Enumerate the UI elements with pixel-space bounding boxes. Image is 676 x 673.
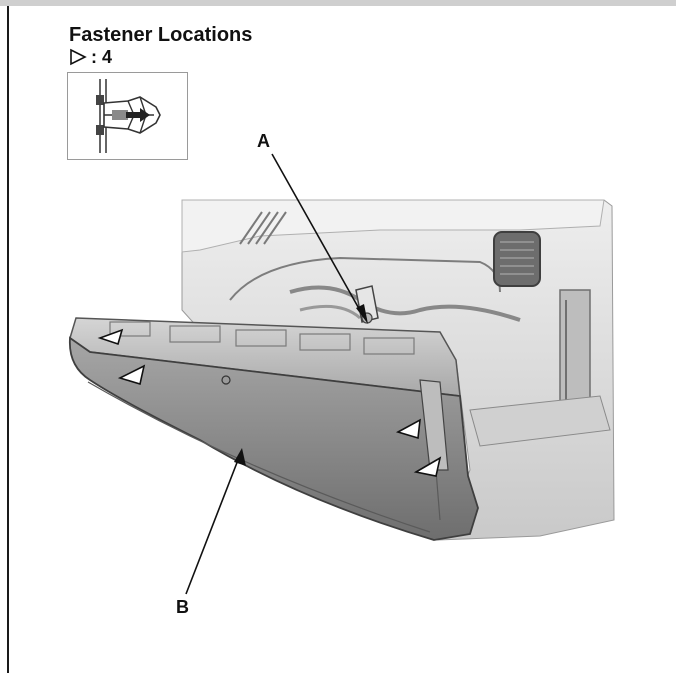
fastener-triangle-icon (395, 418, 421, 440)
leader-arrowhead-a (356, 304, 368, 324)
callout-label-b: B (176, 597, 189, 617)
callout-label-a: A (257, 131, 270, 151)
page-title: Fastener Locations (69, 24, 253, 46)
leader-arrowhead-b (234, 448, 246, 466)
top-border (0, 0, 676, 6)
fastener-count: : 4 (69, 46, 112, 68)
fastener-detail-inset (67, 72, 188, 160)
fastener-triangle-icon (97, 328, 124, 346)
callout-leaders (185, 153, 368, 595)
leader-line-a (271, 153, 363, 315)
hollow-triangle-pointer-icon (70, 48, 87, 66)
dashboard (181, 199, 615, 541)
fastener-count-text: : 4 (91, 46, 113, 67)
fastener-markers (97, 328, 442, 477)
glove-box (68, 336, 479, 541)
leader-line-b (185, 459, 239, 595)
clip-fastener-icon (96, 79, 161, 153)
fastener-triangle-icon (117, 364, 146, 386)
fastener-triangle-icon (413, 456, 442, 477)
left-border (7, 6, 9, 673)
